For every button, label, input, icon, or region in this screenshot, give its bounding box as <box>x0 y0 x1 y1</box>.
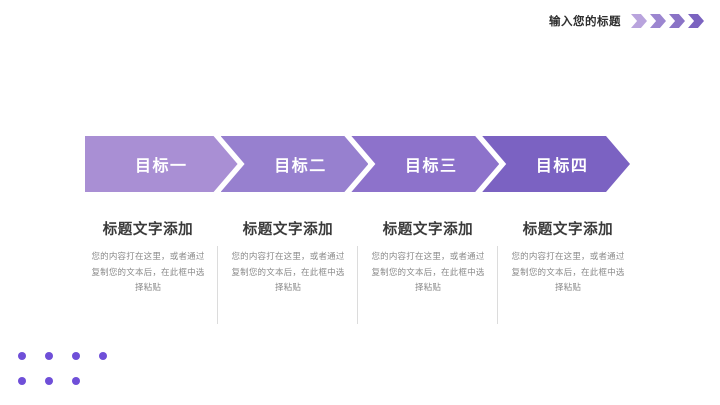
column-divider <box>497 246 498 324</box>
chevron-step-label: 目标四 <box>535 158 589 175</box>
column-divider <box>357 246 358 324</box>
column-body: 您的内容打在这里，或者通过复制您的文本后，在此框中选择粘贴 <box>231 251 345 293</box>
description-column-4: 标题文字添加 您的内容打在这里，或者通过复制您的文本后，在此框中选择粘贴 <box>498 218 638 296</box>
chevron-shape <box>85 136 238 192</box>
description-column-2: 标题文字添加 您的内容打在这里，或者通过复制您的文本后，在此框中选择粘贴 <box>218 218 358 324</box>
description-columns: 标题文字添加 您的内容打在这里，或者通过复制您的文本后，在此框中选择粘贴 标题文… <box>78 218 638 324</box>
decor-dot <box>72 377 80 385</box>
decor-dot <box>18 352 26 360</box>
decor-dot <box>45 352 53 360</box>
column-body: 您的内容打在这里，或者通过复制您的文本后，在此框中选择粘贴 <box>91 251 205 293</box>
column-title: 标题文字添加 <box>382 222 474 238</box>
chevron-process-band: 目标一 目标二 目标三 目标四 <box>85 136 630 192</box>
decor-dot <box>72 352 80 360</box>
column-divider <box>217 246 218 324</box>
decor-dot <box>45 377 53 385</box>
chevron-step-label: 目标三 <box>405 158 458 175</box>
chevron-shape <box>221 136 369 192</box>
column-title: 标题文字添加 <box>102 222 194 238</box>
page-title: 输入您的标题 <box>549 16 621 28</box>
header-arrow-group <box>631 14 704 28</box>
description-column-3: 标题文字添加 您的内容打在这里，或者通过复制您的文本后，在此框中选择粘贴 <box>358 218 498 324</box>
column-body: 您的内容打在这里，或者通过复制您的文本后，在此框中选择粘贴 <box>371 251 485 293</box>
chevron-shape <box>351 136 499 192</box>
decor-dot <box>99 352 107 360</box>
description-column-1: 标题文字添加 您的内容打在这里，或者通过复制您的文本后，在此框中选择粘贴 <box>78 218 218 324</box>
column-title: 标题文字添加 <box>242 222 334 238</box>
decor-dot <box>18 377 26 385</box>
dot-decoration <box>18 352 109 387</box>
slide-header: 输入您的标题 <box>549 10 704 32</box>
chevron-step-label: 目标二 <box>274 158 327 175</box>
chevron-shape <box>482 136 630 192</box>
chevron-step-2[interactable]: 目标二 <box>221 136 369 192</box>
chevron-right-icon <box>669 14 685 28</box>
chevron-right-icon <box>650 14 666 28</box>
chevron-step-4[interactable]: 目标四 <box>482 136 630 192</box>
column-title: 标题文字添加 <box>522 222 614 238</box>
chevron-step-1[interactable]: 目标一 <box>85 136 238 192</box>
chevron-right-icon <box>688 14 704 28</box>
column-body: 您的内容打在这里，或者通过复制您的文本后，在此框中选择粘贴 <box>511 251 625 293</box>
chevron-step-3[interactable]: 目标三 <box>351 136 499 192</box>
chevron-right-icon <box>631 14 647 28</box>
chevron-step-label: 目标一 <box>135 158 188 175</box>
